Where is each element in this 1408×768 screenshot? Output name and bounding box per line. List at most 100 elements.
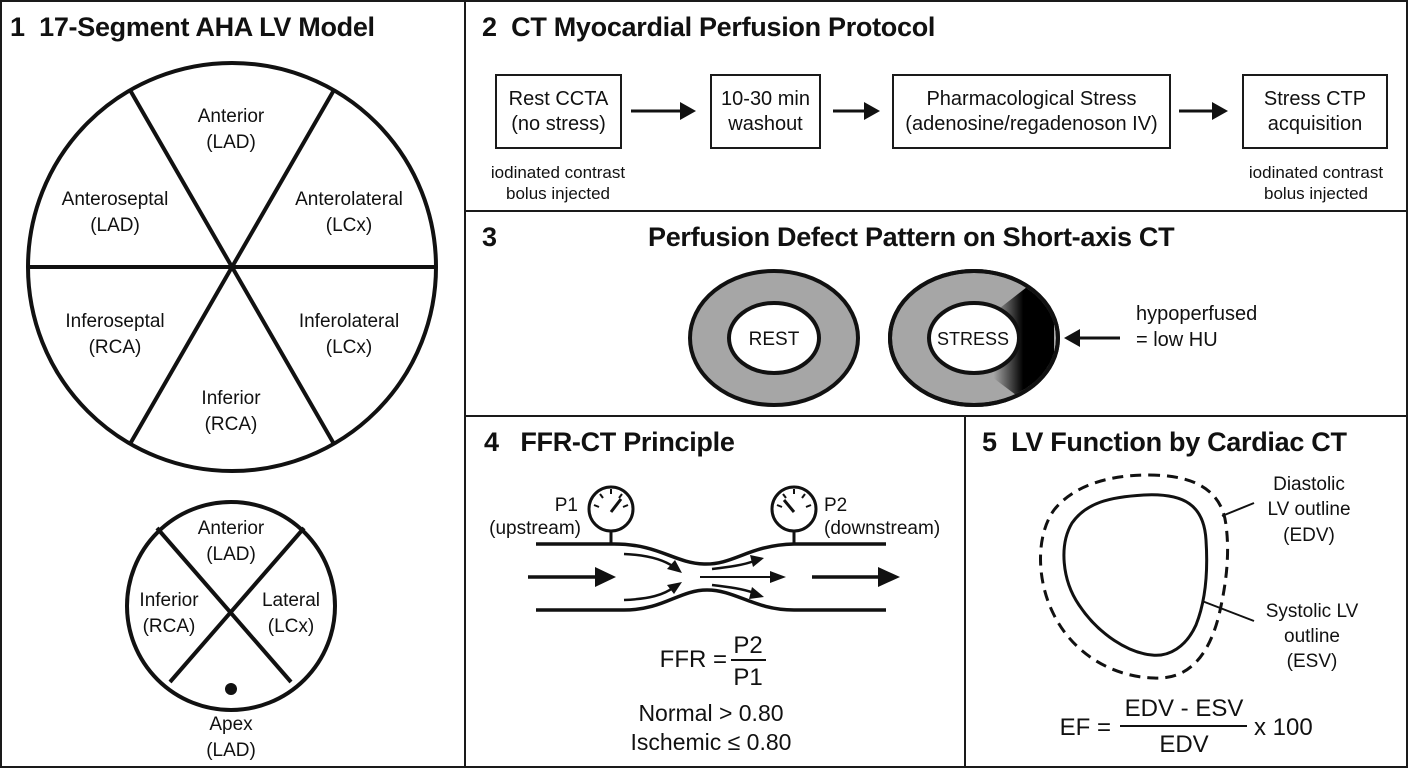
- arrow-right-icon: [833, 102, 880, 120]
- segment-divider: [168, 526, 306, 684]
- systolic-leader: [1201, 600, 1255, 622]
- segment-label: Inferolateral: [299, 311, 399, 332]
- arrow-right-icon: [1179, 102, 1228, 120]
- flow-arrow-icon: [711, 583, 764, 599]
- step-line: (no stress): [511, 112, 606, 135]
- segment-artery: (RCA): [89, 337, 142, 358]
- panel-number: 3: [482, 222, 497, 252]
- segment-artery: (LAD): [90, 215, 140, 236]
- step-line: Rest CCTA: [508, 87, 609, 110]
- pressure-gauge-p1-icon: [587, 485, 635, 543]
- step-line: 10-30 min: [721, 87, 810, 110]
- panel-number: 5: [982, 427, 997, 457]
- apex-label: Apex: [209, 714, 253, 735]
- panel-number: 4: [484, 427, 499, 457]
- panel-number: 1: [10, 12, 25, 42]
- flow-arrow-icon: [711, 555, 764, 571]
- panel-perfusion-protocol: 2 CT Myocardial Perfusion Protocol Rest …: [464, 0, 1408, 212]
- ffr-formula-lhs: FFR =: [660, 646, 727, 673]
- panel-1-title: 1 17-Segment AHA LV Model: [10, 12, 375, 43]
- note-stress-contrast: iodinated contrast bolus injected: [1236, 162, 1396, 204]
- p1-sublabel: (upstream): [489, 518, 581, 539]
- ffr-formula-numerator: P2: [733, 632, 762, 659]
- diastolic-label: (EDV): [1283, 525, 1335, 546]
- ffr-vessel-diagram: P1 (upstream) P2 (downstream) FFR = P2 P…: [489, 485, 940, 755]
- defect-annotation: = low HU: [1136, 329, 1218, 351]
- segment-artery: (LCx): [268, 616, 314, 637]
- flow-arrow-icon: [812, 567, 900, 587]
- segment-artery: (LCx): [326, 337, 372, 358]
- step-line: acquisition: [1267, 112, 1363, 135]
- panel-ffr-ct: 4 FFR-CT Principle P1 (upstream) P2 (do: [464, 415, 966, 768]
- step-line: Pharmacological Stress: [926, 87, 1137, 110]
- ef-formula-denominator: EDV: [1159, 731, 1208, 758]
- segment-label: Anterior: [198, 106, 265, 127]
- stress-ring-outline: [888, 269, 1060, 407]
- segment-label: Anteroseptal: [62, 189, 169, 210]
- segment-artery: (RCA): [143, 616, 196, 637]
- panel-number: 2: [482, 12, 497, 42]
- vessel-wall-bottom: [536, 588, 886, 612]
- diastolic-leader: [1221, 502, 1255, 517]
- segment-label: Inferoseptal: [65, 311, 164, 332]
- segment-label: Inferior: [139, 590, 199, 611]
- p2-label: P2: [824, 495, 847, 516]
- flow-arrow-icon: [528, 567, 616, 587]
- pressure-gauge-p2-icon: [770, 485, 818, 543]
- panel-title-text: FFR-CT Principle: [520, 427, 735, 457]
- panel-4-title: 4 FFR-CT Principle: [484, 427, 735, 458]
- lv-outline-diagram: Diastolic LV outline (EDV) Systolic LV o…: [1039, 473, 1359, 758]
- step-stress-ctp: Stress CTP acquisition: [1242, 74, 1388, 149]
- p1-label: P1: [555, 495, 578, 516]
- note-line: iodinated contrast: [490, 163, 626, 182]
- flow-arrow-icon: [623, 582, 682, 602]
- segment-label: Inferior: [201, 388, 261, 409]
- ffr-formula-denominator: P1: [733, 664, 762, 691]
- systolic-label: outline: [1284, 626, 1340, 647]
- step-line: washout: [728, 112, 803, 135]
- segment-label: Anterolateral: [295, 189, 403, 210]
- systolic-outline: [1062, 493, 1209, 657]
- stress-label: STRESS: [937, 329, 1009, 349]
- systolic-label: Systolic LV: [1266, 601, 1359, 622]
- panel-lv-function: 5 LV Function by Cardiac CT Diastolic LV…: [964, 415, 1408, 768]
- ffr-ischemic-threshold: Ischemic ≤ 0.80: [631, 729, 792, 755]
- p2-sublabel: (downstream): [824, 518, 940, 539]
- apical-ring-circle: [125, 500, 337, 712]
- arrow-right-icon: [631, 102, 696, 120]
- segment-divider: [155, 526, 293, 684]
- panel-2-title: 2 CT Myocardial Perfusion Protocol: [482, 12, 935, 43]
- rest-label: REST: [749, 329, 800, 350]
- ef-formula-multiplier: x 100: [1254, 714, 1313, 741]
- flow-arrow-icon: [623, 552, 682, 573]
- ef-formula-lhs: EF =: [1060, 714, 1111, 741]
- step-line: (adenosine/regadenoson IV): [905, 112, 1158, 135]
- segment-artery: (RCA): [205, 414, 258, 435]
- panel-5-title: 5 LV Function by Cardiac CT: [982, 427, 1347, 458]
- diastolic-outline: [1039, 473, 1230, 680]
- systolic-label: (ESV): [1287, 651, 1338, 672]
- diastolic-label: Diastolic: [1273, 474, 1345, 495]
- step-rest-ccta: Rest CCTA (no stress): [495, 74, 622, 149]
- defect-annotation: hypoperfused: [1136, 303, 1257, 325]
- segment-label: Lateral: [262, 590, 320, 611]
- note-line: bolus injected: [506, 184, 610, 203]
- bullseye-diagram: Anterior (LAD) Anterolateral (LCx) Infer…: [26, 61, 438, 761]
- note-rest-contrast: iodinated contrast bolus injected: [478, 162, 638, 204]
- panel-title-text: Perfusion Defect Pattern on Short-axis C…: [648, 222, 1175, 252]
- diastolic-label: LV outline: [1267, 499, 1350, 520]
- panel-perfusion-defect: 3 Perfusion Defect Pattern on Short-axis…: [464, 210, 1408, 417]
- panel-title-text: 17-Segment AHA LV Model: [39, 12, 375, 42]
- panel-title-text: CT Myocardial Perfusion Protocol: [511, 12, 936, 42]
- ef-formula-numerator: EDV - ESV: [1125, 695, 1244, 722]
- apex-artery: (LAD): [206, 740, 256, 761]
- step-line: Stress CTP: [1263, 87, 1367, 110]
- arrow-left-icon: [1064, 329, 1120, 347]
- panel-3-title: Perfusion Defect Pattern on Short-axis C…: [648, 222, 1175, 253]
- panel-17-segment-model: 1 17-Segment AHA LV Model Anterior (LAD)…: [0, 0, 466, 768]
- segment-label: Anterior: [198, 518, 265, 539]
- apex-dot: [225, 683, 237, 695]
- short-axis-diagram: REST STRESS hypoperfused = low HU: [688, 269, 1257, 407]
- ffr-normal-threshold: Normal > 0.80: [638, 700, 783, 726]
- rest-lv-cavity: [727, 301, 821, 375]
